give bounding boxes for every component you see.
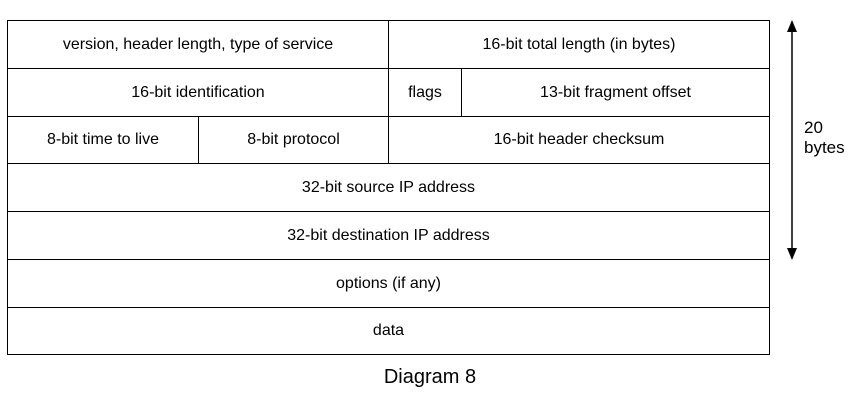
diagram-caption: Diagram 8 <box>383 366 477 388</box>
total-length-field: 16-bit total length (in bytes) <box>388 20 770 69</box>
identification-field: 16-bit identification <box>7 68 389 117</box>
fragment-offset-field: 13-bit fragment offset <box>461 68 770 117</box>
header-size-unit: bytes <box>804 138 845 157</box>
time-to-live-field: 8-bit time to live <box>7 116 199 164</box>
protocol-field: 8-bit protocol <box>198 116 389 164</box>
header-size-arrow <box>787 20 797 260</box>
header-size-label: 20 bytes <box>804 118 845 158</box>
destination-ip-field: 32-bit destination IP address <box>7 211 770 260</box>
source-ip-field: 32-bit source IP address <box>7 163 770 212</box>
header-checksum-field: 16-bit header checksum <box>388 116 770 164</box>
options-field: options (if any) <box>7 259 770 308</box>
version-header-length-tos-field: version, header length, type of service <box>7 20 389 69</box>
header-size-value: 20 <box>804 118 823 137</box>
data-field: data <box>7 307 770 355</box>
flags-field: flags <box>388 68 462 117</box>
